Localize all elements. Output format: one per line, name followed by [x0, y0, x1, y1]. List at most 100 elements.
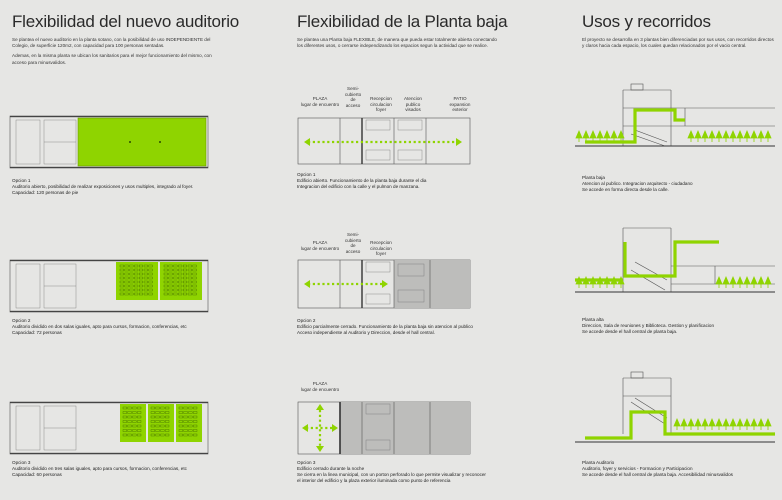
seat	[155, 429, 160, 432]
seat	[129, 284, 134, 288]
col3-section2	[575, 227, 775, 293]
seat	[192, 268, 197, 272]
seat	[187, 292, 192, 296]
col1-intro: Se plantea el nuevo auditorio en la plan…	[12, 37, 212, 70]
col3-opt3-name: Planta Auditorio	[582, 460, 615, 465]
seat	[132, 433, 137, 437]
seat	[160, 411, 165, 414]
seat	[173, 292, 178, 296]
seat	[193, 406, 198, 410]
seat	[139, 292, 143, 296]
col1-intro-p1: Se plantea el nuevo auditorio en la plan…	[12, 37, 211, 49]
col2-opt3-line1: Edificio cerrado durante la noche	[297, 466, 365, 471]
seat	[165, 411, 170, 414]
seat	[155, 420, 160, 423]
tree-icon	[764, 417, 772, 430]
col3-opt2-name: Planta alta	[582, 317, 604, 322]
seat	[129, 264, 134, 268]
seat	[183, 292, 187, 296]
col3-section3	[575, 371, 775, 443]
tree-icon	[603, 275, 611, 288]
seat	[168, 280, 173, 284]
seat	[137, 429, 142, 432]
seat	[137, 433, 142, 437]
seat	[183, 411, 188, 414]
seat	[122, 424, 127, 428]
seat	[124, 276, 129, 280]
seat	[188, 424, 193, 428]
col1-opt1-name: Opcion 1	[12, 178, 31, 183]
col1-plan3	[9, 401, 209, 455]
seat	[137, 415, 142, 419]
seat	[163, 288, 168, 292]
tree-icon	[687, 417, 695, 430]
seat	[178, 284, 183, 288]
col2-plan2	[297, 259, 471, 309]
col2-opt1-name: Opcion 1	[297, 172, 316, 177]
seat	[155, 433, 160, 437]
route-planta-baja	[585, 108, 685, 144]
seat	[134, 276, 139, 280]
seat	[155, 415, 160, 419]
seat	[193, 424, 198, 428]
seat	[119, 292, 124, 296]
seat	[173, 264, 178, 268]
tree-icon	[729, 129, 737, 142]
seat	[119, 276, 124, 280]
seat	[192, 264, 197, 268]
seat	[168, 264, 173, 268]
seat	[168, 272, 173, 276]
seat	[132, 411, 137, 414]
tree-icon	[617, 275, 625, 288]
tree-icon	[736, 129, 744, 142]
seat	[183, 272, 187, 276]
seat	[143, 292, 148, 296]
tree-icon	[680, 417, 688, 430]
seat	[143, 272, 148, 276]
seat	[188, 433, 193, 437]
seat	[139, 288, 143, 292]
tree-icon	[715, 417, 723, 430]
seat	[137, 406, 142, 410]
seat	[163, 272, 168, 276]
seat	[160, 433, 165, 437]
seat	[155, 406, 160, 410]
seat	[188, 411, 193, 414]
seat	[183, 288, 187, 292]
seat	[178, 411, 183, 414]
seat	[187, 276, 192, 280]
seat	[127, 406, 132, 410]
seat	[129, 280, 134, 284]
seat	[192, 284, 197, 288]
seat	[148, 288, 153, 292]
seat	[183, 264, 187, 268]
seat	[127, 415, 132, 419]
auditorium-room-1	[120, 404, 146, 442]
seat	[163, 264, 168, 268]
col2-opt3-line3: el interior del edificio y la plaza exte…	[297, 478, 451, 483]
seat	[122, 406, 127, 410]
seat	[178, 420, 183, 423]
seat	[134, 272, 139, 276]
seat	[150, 415, 155, 419]
seat	[192, 280, 197, 284]
seat	[183, 406, 188, 410]
tree-icon	[575, 129, 583, 142]
tree-icon	[617, 129, 625, 142]
col3-section1	[575, 83, 775, 147]
seat	[129, 288, 134, 292]
seat	[187, 268, 192, 272]
col3-intro: El proyecto se desarrolla en 3 plantas b…	[582, 37, 777, 53]
tree-icon	[708, 417, 716, 430]
seat	[119, 272, 124, 276]
seat	[150, 406, 155, 410]
seat	[134, 284, 139, 288]
col2-opt1-line1: Edificio abierto. Funcionamiento de la p…	[297, 178, 427, 183]
seat	[193, 433, 198, 437]
seat	[183, 276, 187, 280]
seat	[183, 420, 188, 423]
seat	[187, 280, 192, 284]
col2-opt3-name: Opcion 3	[297, 460, 316, 465]
